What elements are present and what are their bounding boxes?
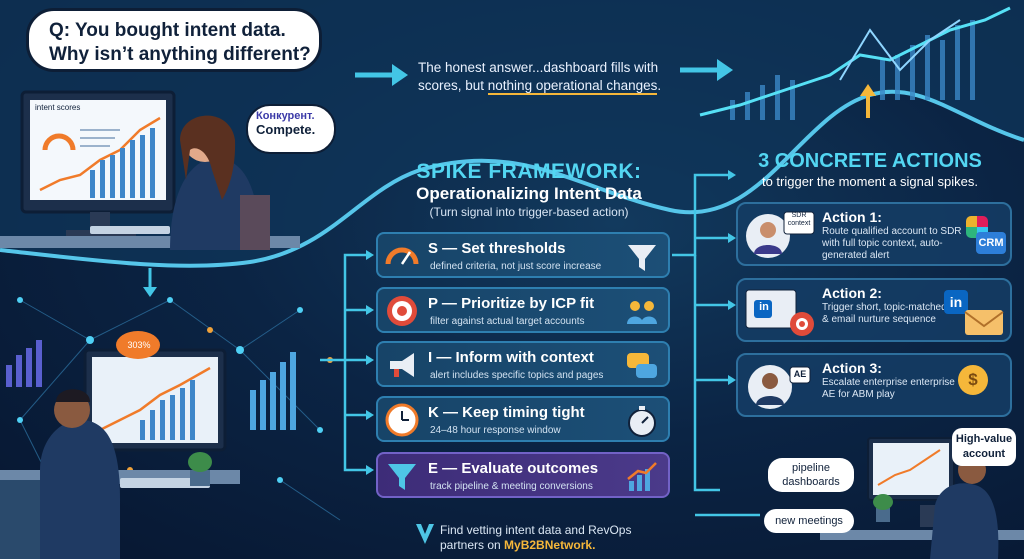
step-title: P — Prioritize by ICP fit — [428, 295, 595, 312]
step-e: E — Evaluate outcomes track pipeline & m… — [376, 452, 670, 498]
percentage-badge: 303% — [127, 340, 151, 350]
step-title: I — Inform with context — [428, 349, 594, 366]
bar-chart-icon — [627, 462, 657, 491]
step-title: E — Evaluate outcomes — [428, 460, 599, 477]
linkedin-target-icon — [745, 289, 814, 336]
ae-badge: AE — [793, 369, 807, 379]
footer-text: Find vetting intent data and RevOps part… — [440, 523, 631, 553]
action-title: Action 1: — [822, 209, 882, 225]
competitor-line-2: Compete. — [256, 122, 316, 137]
action-desc: Escalate enterprise enterprise AE for AB… — [822, 377, 955, 400]
stopwatch-icon — [628, 406, 656, 437]
question-bubble: Q: You bought intent data. Why isn’t any… — [26, 8, 322, 72]
gauge-icon — [385, 247, 419, 265]
new-meetings-pill: new meetings — [764, 509, 854, 533]
step-desc: track pipeline & meeting conversions — [430, 481, 593, 492]
question-line-1: Q: You bought intent data. — [49, 20, 286, 41]
step-p: P — Prioritize by ICP fit filter against… — [376, 287, 670, 333]
monitor-title: intent scores — [35, 103, 81, 112]
megaphone-icon — [390, 353, 414, 377]
footer-line-1: Find vetting intent data and RevOps — [440, 523, 632, 537]
pipeline-dashboards-pill: pipeline dashboards — [768, 458, 854, 492]
step-desc: 24–48 hour response window — [430, 425, 561, 436]
email-icon — [964, 310, 1004, 335]
framework-subtitle: Operationalizing Intent Data — [416, 184, 642, 203]
answer-highlight: nothing operational changes — [487, 78, 658, 95]
action-desc: Trigger short, topic-matched ad & email … — [822, 302, 961, 325]
network-logo-icon — [416, 524, 434, 544]
crm-tag: CRM — [976, 232, 1006, 254]
people-icon — [627, 301, 657, 324]
pipeline-label: pipeline dashboards — [782, 462, 840, 488]
answer-line-1: The honest answer...dashboard fills with — [418, 60, 659, 75]
action-title: Action 2: — [822, 285, 882, 301]
footer-link[interactable]: MyB2BNetwork. — [504, 538, 596, 552]
meetings-label: new meetings — [775, 515, 843, 527]
framework-note: (Turn signal into trigger-based action) — [429, 205, 629, 219]
step-k: K — Keep timing tight 24–48 hour respons… — [376, 396, 670, 442]
answer-text: The honest answer...dashboard fills with… — [418, 59, 678, 95]
action-3-card: AE Action 3: Escalate enterprise enterpr… — [736, 353, 1012, 417]
sdr-badge: SDR context — [787, 212, 811, 227]
answer-line-2c: . — [657, 78, 662, 93]
step-desc: defined criteria, not just score increas… — [430, 261, 602, 272]
competitor-line-1: Конкурент. — [256, 110, 315, 122]
step-i: I — Inform with context alert includes s… — [376, 341, 670, 387]
funnel-icon — [388, 464, 416, 490]
target-icon — [387, 296, 417, 326]
competitor-bubble: Конкурент. Compete. — [246, 104, 336, 154]
question-line-2: Why isn’t anything different? — [49, 44, 311, 65]
action-2-card: in Action 2: Trigger short, topic-matche… — [736, 278, 1012, 342]
action-1-card: SDR context Action 1: Route qualified ac… — [736, 202, 1012, 266]
linkedin-icon: in — [944, 290, 968, 314]
linkedin-badge: in — [759, 301, 769, 313]
step-title: S — Set thresholds — [428, 240, 566, 257]
funnel-icon — [628, 245, 656, 271]
answer-line-2a: scores, but — [418, 78, 488, 93]
sdr-avatar-icon — [746, 211, 815, 258]
actions-title: 3 CONCRETE ACTIONS — [758, 150, 982, 172]
action-title: Action 3: — [822, 360, 882, 376]
step-title: K — Keep timing tight — [428, 404, 585, 421]
action-desc: Route qualified account to SDR with full… — [822, 226, 962, 261]
chat-icon — [627, 353, 657, 378]
framework-title: SPIKE FRAMEWORK: — [416, 160, 642, 183]
dollar-coin-icon: $ — [958, 365, 988, 395]
footer-line-2: partners on — [440, 538, 505, 552]
clock-icon — [385, 403, 419, 437]
high-value-label: High-value account — [955, 433, 1013, 460]
step-s: S — Set thresholds defined criteria, not… — [376, 232, 670, 278]
step-desc: filter against actual target accounts — [430, 316, 585, 327]
step-desc: alert includes specific topics and pages — [430, 370, 604, 381]
ae-avatar-icon — [748, 365, 811, 409]
actions-subtitle: to trigger the moment a signal spikes. — [761, 174, 979, 189]
high-value-account-pill: High-value account — [952, 428, 1016, 466]
